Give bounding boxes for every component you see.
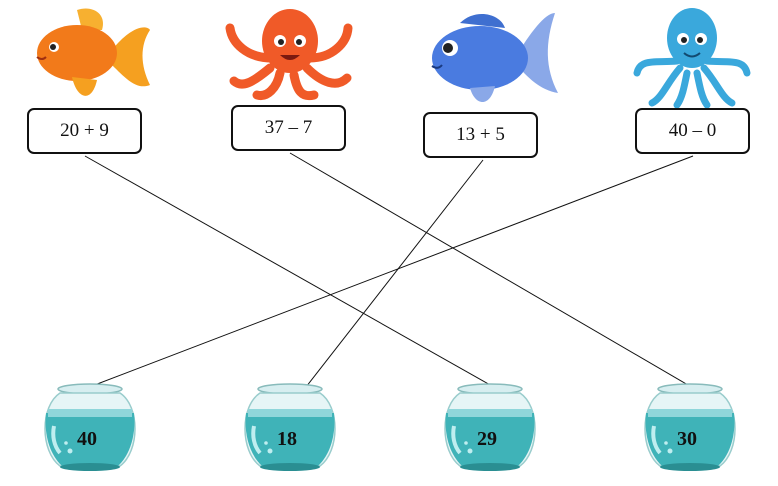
- fishbowl-3[interactable]: [440, 381, 540, 473]
- fishbowl-2[interactable]: [240, 381, 340, 473]
- bluefish-icon: [431, 13, 558, 102]
- line-13plus5-to-18: [305, 159, 484, 388]
- goldfish-icon: [36, 8, 150, 96]
- bowl-number-2: 18: [277, 428, 297, 450]
- expression-box-2[interactable]: 37 – 7: [231, 105, 346, 151]
- line-37minus7-to-30: [289, 152, 689, 386]
- expression-box-1[interactable]: 20 + 9: [27, 108, 142, 154]
- bowl-number-3: 29: [477, 428, 497, 450]
- octopus-blue-icon: [633, 8, 751, 108]
- fishbowl-1[interactable]: [40, 381, 140, 473]
- line-40minus0-to-40: [91, 155, 694, 387]
- bowl-number-1: 40: [77, 428, 97, 450]
- bowl-number-4: 30: [677, 428, 697, 450]
- fishbowl-icon: [644, 383, 736, 471]
- fishbowl-4[interactable]: [640, 381, 740, 473]
- expression-box-3[interactable]: 13 + 5: [423, 112, 538, 158]
- expression-box-4[interactable]: 40 – 0: [635, 108, 750, 154]
- fishbowl-icon: [244, 383, 336, 471]
- octopus-orange-icon: [225, 9, 353, 101]
- line-20plus9-to-29: [84, 155, 493, 387]
- fishbowl-icon: [44, 383, 136, 471]
- fishbowl-icon: [444, 383, 536, 471]
